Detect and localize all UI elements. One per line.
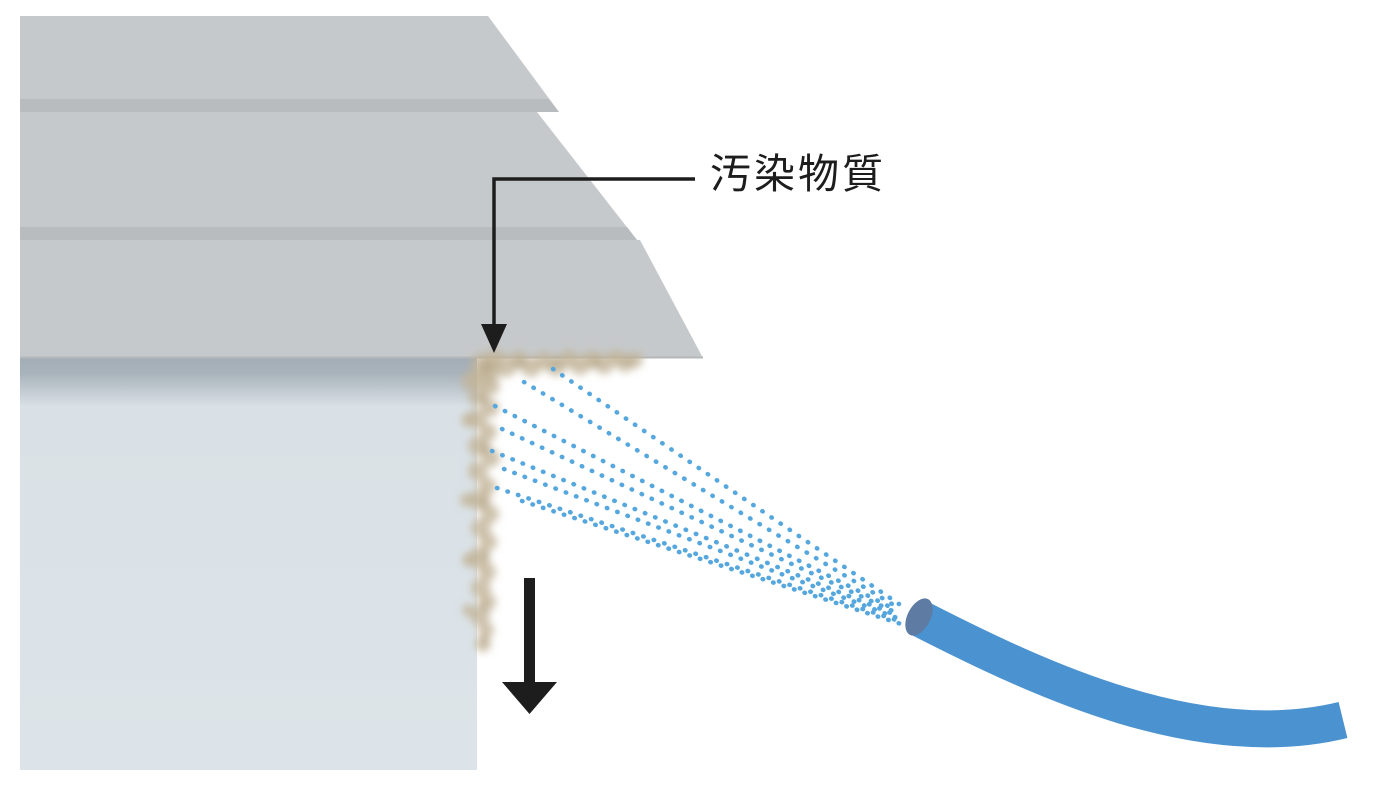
spray-line xyxy=(494,485,905,625)
dirt-blob-dark xyxy=(551,358,561,368)
dirt-blob-dark xyxy=(478,497,488,507)
roof-board-top-edge xyxy=(20,99,559,112)
dirt-blob xyxy=(468,461,488,481)
hose-nozzle xyxy=(905,598,933,636)
spray-line xyxy=(521,379,900,610)
dirt-blob xyxy=(481,505,499,523)
dirt-blob xyxy=(471,518,491,538)
spray-line xyxy=(499,426,900,616)
roof-board-bottom xyxy=(20,240,703,358)
wall xyxy=(20,357,477,770)
hose xyxy=(910,601,1348,748)
dirt-blob xyxy=(462,553,476,567)
spray-line xyxy=(501,466,903,622)
dirt-blob xyxy=(478,563,496,581)
dirt-blob-dark xyxy=(479,393,489,403)
dirt-blob-dark xyxy=(591,357,601,367)
dirt-blob-dark xyxy=(480,443,490,453)
pollutant-label: 汚染物質 xyxy=(710,151,886,197)
spray-line xyxy=(550,366,902,607)
roof-board-middle-edge xyxy=(20,227,637,240)
dirt-blob xyxy=(481,399,499,417)
roof-board-middle xyxy=(20,112,637,240)
hose-group xyxy=(905,598,1348,748)
dirt-blob xyxy=(479,533,497,551)
dirt-blob xyxy=(482,449,500,467)
flow-down-arrow-shaft xyxy=(524,578,535,684)
dirt-blob-dark xyxy=(515,358,525,368)
spray-line xyxy=(492,403,899,613)
roof-board-top xyxy=(20,16,559,112)
callout-line xyxy=(492,177,695,326)
callout-arrow-head xyxy=(481,324,507,353)
dirt-blob xyxy=(462,604,474,616)
dirt-blob xyxy=(478,622,494,638)
dirt-blob xyxy=(627,352,643,368)
dirt-blob-dark xyxy=(480,551,490,561)
callout-arrow xyxy=(481,177,695,353)
dirt-blob-dark xyxy=(481,636,489,644)
spray-line xyxy=(519,498,907,628)
dirt-particles xyxy=(460,349,643,652)
dirt-blob xyxy=(460,493,474,507)
dirt-blob xyxy=(471,578,491,598)
dirt-blob-dark xyxy=(624,357,632,365)
spray-line xyxy=(489,448,901,619)
dirt-blob-dark xyxy=(479,602,487,610)
dirt-blob xyxy=(482,377,500,395)
water-spray xyxy=(489,366,907,628)
roof-panels xyxy=(20,16,703,359)
flow-down-arrow xyxy=(502,578,557,714)
dirt-blob xyxy=(470,606,490,626)
flow-down-arrow-head xyxy=(502,682,557,714)
dirt-blob xyxy=(461,413,475,427)
dirt-blob-dark xyxy=(482,360,494,372)
